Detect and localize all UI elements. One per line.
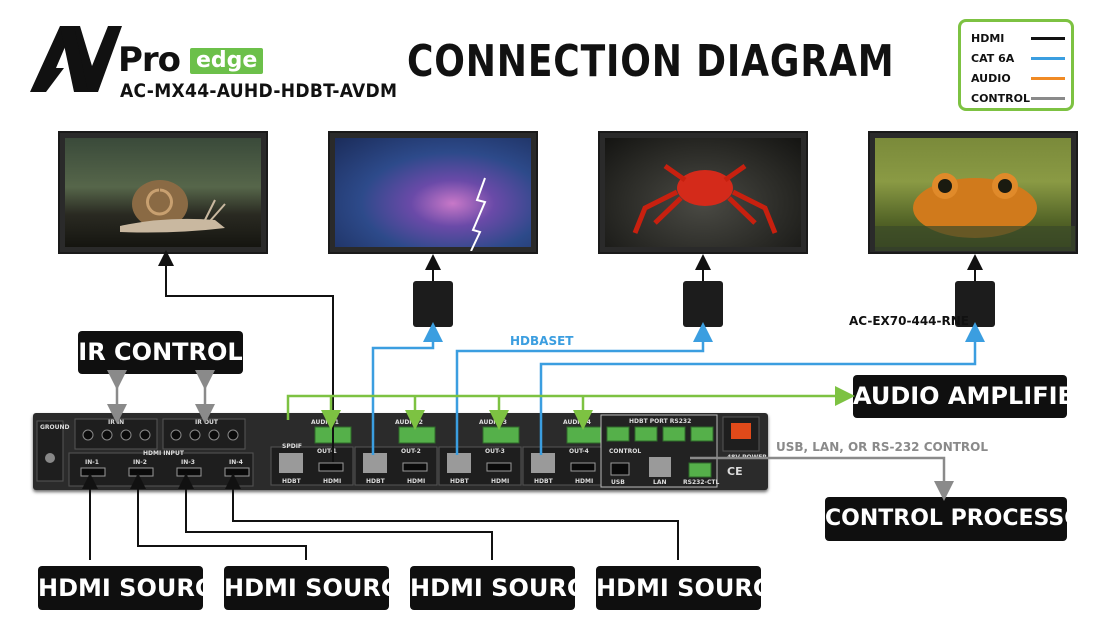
panel-hdmi-label-4: HDMI	[575, 478, 593, 485]
panel-lan-label: LAN	[653, 479, 667, 486]
legend-label-control: CONTROL	[971, 92, 1030, 105]
panel-out-4-label: OUT-4	[569, 448, 589, 455]
panel-in-4-label: IN-4	[229, 459, 243, 466]
panel-hdmi-label-1: HDMI	[323, 478, 341, 485]
display-2	[328, 131, 538, 254]
avpro-logo-av-mark	[30, 26, 122, 92]
frog-illustration	[875, 173, 1075, 251]
line-hdmi-out1-display1	[158, 250, 334, 462]
snail-illustration	[120, 180, 226, 233]
panel-in-1-label: IN-1	[85, 459, 99, 466]
hdbaset-receiver-4	[955, 281, 995, 327]
panel-out-2-label: OUT-2	[401, 448, 421, 455]
display-3	[598, 131, 808, 254]
display-4	[868, 131, 1078, 254]
ir-control-pill: IR CONTROL	[78, 331, 243, 374]
panel-ce-mark: CE	[727, 465, 743, 478]
panel-in-2-label: IN-2	[133, 459, 147, 466]
legend: HDMI CAT 6A AUDIO CONTROL	[958, 19, 1074, 111]
display-3-image-red-crab	[605, 138, 801, 247]
line-audio-trunk	[286, 386, 855, 420]
model-number: AC-MX44-AUHD-HDBT-AVDM	[120, 80, 398, 102]
hdmi-source-label-3: HDMI SOURCE	[410, 574, 601, 602]
display-1-image-snail	[65, 138, 261, 247]
panel-usb-label: USB	[611, 479, 625, 486]
ir-control-label: IR CONTROL	[78, 338, 243, 366]
panel-rs232-label: RS232-CTL	[683, 479, 719, 486]
display-1	[58, 131, 268, 254]
panel-in-3-label: IN-3	[181, 459, 195, 466]
legend-label-hdmi: HDMI	[971, 32, 1005, 45]
hdmi-source-pill-2: HDMI SOURCE	[224, 566, 415, 610]
panel-spdif-label: SPDIF	[282, 443, 302, 450]
hdbaset-receiver-2	[413, 281, 453, 327]
crab-illustration	[632, 163, 778, 234]
hdmi-source-label-2: HDMI SOURCE	[224, 574, 415, 602]
panel-hdbt-label-2: HDBT	[366, 478, 386, 485]
line-hdmi-source3	[178, 473, 493, 560]
control-processor-pill: CONTROL PROCESSOR	[825, 497, 1100, 541]
brand-edge-badge: edge	[190, 48, 264, 74]
panel-hdbt-port-label: HDBT PORT RS232	[629, 418, 691, 425]
panel-ground-label: GROUND	[40, 424, 70, 431]
hdmi-source-label-1: HDMI SOURCE	[38, 574, 229, 602]
legend-line-cat6a	[1031, 57, 1065, 60]
line-hdmi-source2	[130, 473, 307, 560]
ground-screw	[45, 453, 55, 463]
power-port	[722, 416, 760, 452]
hdmi-source-pill-4: HDMI SOURCE	[596, 566, 787, 610]
hdbaset-receiver-3	[683, 281, 723, 327]
panel-hdbt-label-4: HDBT	[534, 478, 554, 485]
line-cat6a-out2-rx2	[371, 322, 443, 455]
panel-hdbt-label-1: HDBT	[282, 478, 302, 485]
hdmi-source-pill-3: HDMI SOURCE	[410, 566, 601, 610]
panel-hdmi-label-2: HDMI	[407, 478, 425, 485]
control-line-label: USB, LAN, OR RS-232 CONTROL	[776, 440, 989, 454]
line-cat6a-out3-rx3	[455, 322, 713, 455]
display-4-image-frog	[875, 138, 1075, 251]
rear-panel-details: GROUND IR IN IR OUT HDMI INPUT IN-1 IN-2…	[36, 414, 767, 488]
panel-hdmi-input-label: HDMI INPUT	[143, 450, 185, 457]
hdmi-source-pill-1: HDMI SOURCE	[38, 566, 229, 610]
line-cat6a-out4-rx4	[539, 322, 985, 455]
legend-line-hdmi	[1031, 37, 1065, 40]
panel-out-1-label: OUT-1	[317, 448, 337, 455]
panel-control-label: CONTROL	[609, 448, 641, 455]
hdbaset-label: HDBASET	[510, 334, 574, 348]
panel-hdbt-label-3: HDBT	[450, 478, 470, 485]
line-hdmi-source4	[225, 473, 679, 560]
audio-amplifier-pill: AUDIO AMPLIFIER	[853, 375, 1093, 418]
page-title: CONNECTION DIAGRAM	[407, 36, 895, 87]
brand-pro-text: Pro	[118, 40, 181, 80]
hdmi-source-label-4: HDMI SOURCE	[596, 574, 787, 602]
legend-label-cat6a: CAT 6A	[971, 52, 1015, 65]
receiver-model-label: AC-EX70-444-RNE	[849, 314, 969, 328]
audio-amplifier-label: AUDIO AMPLIFIER	[853, 382, 1093, 410]
line-control	[690, 456, 954, 501]
control-processor-label: CONTROL PROCESSOR	[825, 506, 1100, 531]
legend-line-control	[1031, 97, 1065, 100]
panel-out-3-label: OUT-3	[485, 448, 505, 455]
display-2-image-lightning-storm	[335, 138, 531, 252]
ground-terminal	[36, 420, 64, 482]
lightning-illustration	[470, 177, 487, 252]
legend-label-audio: AUDIO	[971, 72, 1011, 85]
legend-line-audio	[1031, 77, 1065, 80]
panel-hdmi-label-3: HDMI	[491, 478, 509, 485]
